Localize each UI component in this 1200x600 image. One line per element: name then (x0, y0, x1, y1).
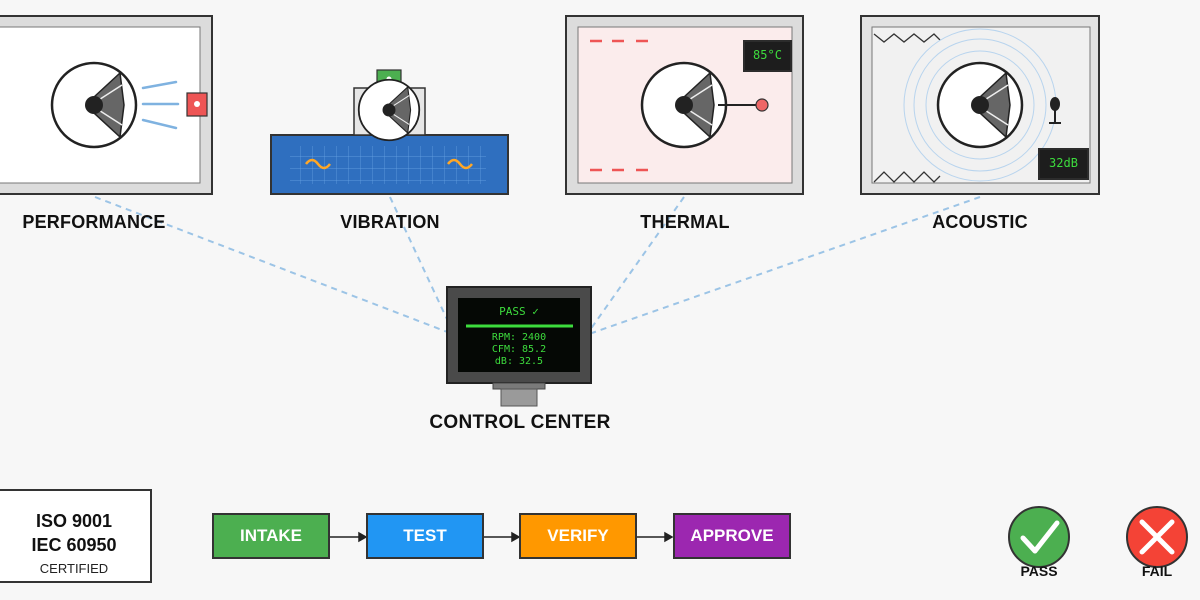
cert-line-iso: ISO 9001 (35, 511, 113, 531)
certification-box: ISO 9001 IEC 60950 CERTIFIED (0, 489, 152, 583)
sine-wave-icon (447, 158, 473, 170)
acoustic-db-readout: 32dB (1038, 148, 1089, 180)
step-intake: INTAKE (212, 513, 330, 559)
reading-cfm: CFM: 85.2 (491, 344, 547, 355)
fan-icon (936, 61, 1024, 149)
fan-icon (50, 61, 138, 149)
control-status-text: PASS ✓ (499, 305, 539, 318)
foam-panel-top (873, 33, 941, 43)
workflow-arrows (330, 531, 674, 543)
fan-icon (357, 78, 421, 142)
heat-marks (590, 39, 648, 172)
fail-label: FAIL (1141, 563, 1173, 579)
sound-rings (903, 28, 1057, 182)
pass-indicator (1008, 506, 1070, 568)
connector-acoustic (591, 196, 981, 334)
control-readings: RPM: 2400 CFM: 85.2 dB: 32.5 (458, 332, 580, 368)
connector-performance (94, 196, 451, 334)
station-label-vibration: VIBRATION (340, 212, 440, 232)
vibration-station (270, 69, 509, 195)
station-label-performance: PERFORMANCE (22, 212, 166, 232)
microphone-icon (1049, 97, 1061, 124)
sine-wave-icon (305, 158, 331, 170)
step-approve: APPROVE (673, 513, 791, 559)
control-center-monitor (446, 286, 592, 407)
station-label-acoustic: ACOUSTIC (932, 212, 1028, 232)
performance-station (0, 15, 213, 195)
control-center-label: CONTROL CENTER (429, 412, 611, 433)
connector-lines (94, 196, 981, 334)
reading-rpm: RPM: 2400 (491, 332, 547, 343)
cross-icon (1139, 519, 1175, 555)
thermal-temperature-readout: 85°C (743, 40, 792, 72)
connector-vibration (389, 196, 453, 331)
step-verify: VERIFY (519, 513, 637, 559)
cert-line-iec: IEC 60950 (31, 535, 117, 555)
pass-label: PASS (1020, 563, 1058, 579)
connector-thermal (589, 196, 685, 331)
airflow-lines (141, 80, 180, 130)
reading-db: dB: 32.5 (494, 356, 544, 367)
fan-icon (640, 61, 728, 149)
fail-indicator (1126, 506, 1188, 568)
foam-panel-bottom (873, 171, 941, 183)
vibration-grid (290, 146, 486, 184)
cert-line-certified: CERTIFIED (39, 561, 109, 576)
check-icon (1020, 520, 1060, 554)
step-test: TEST (366, 513, 484, 559)
pass-circle (1008, 506, 1070, 568)
station-label-thermal: THERMAL (640, 212, 730, 232)
